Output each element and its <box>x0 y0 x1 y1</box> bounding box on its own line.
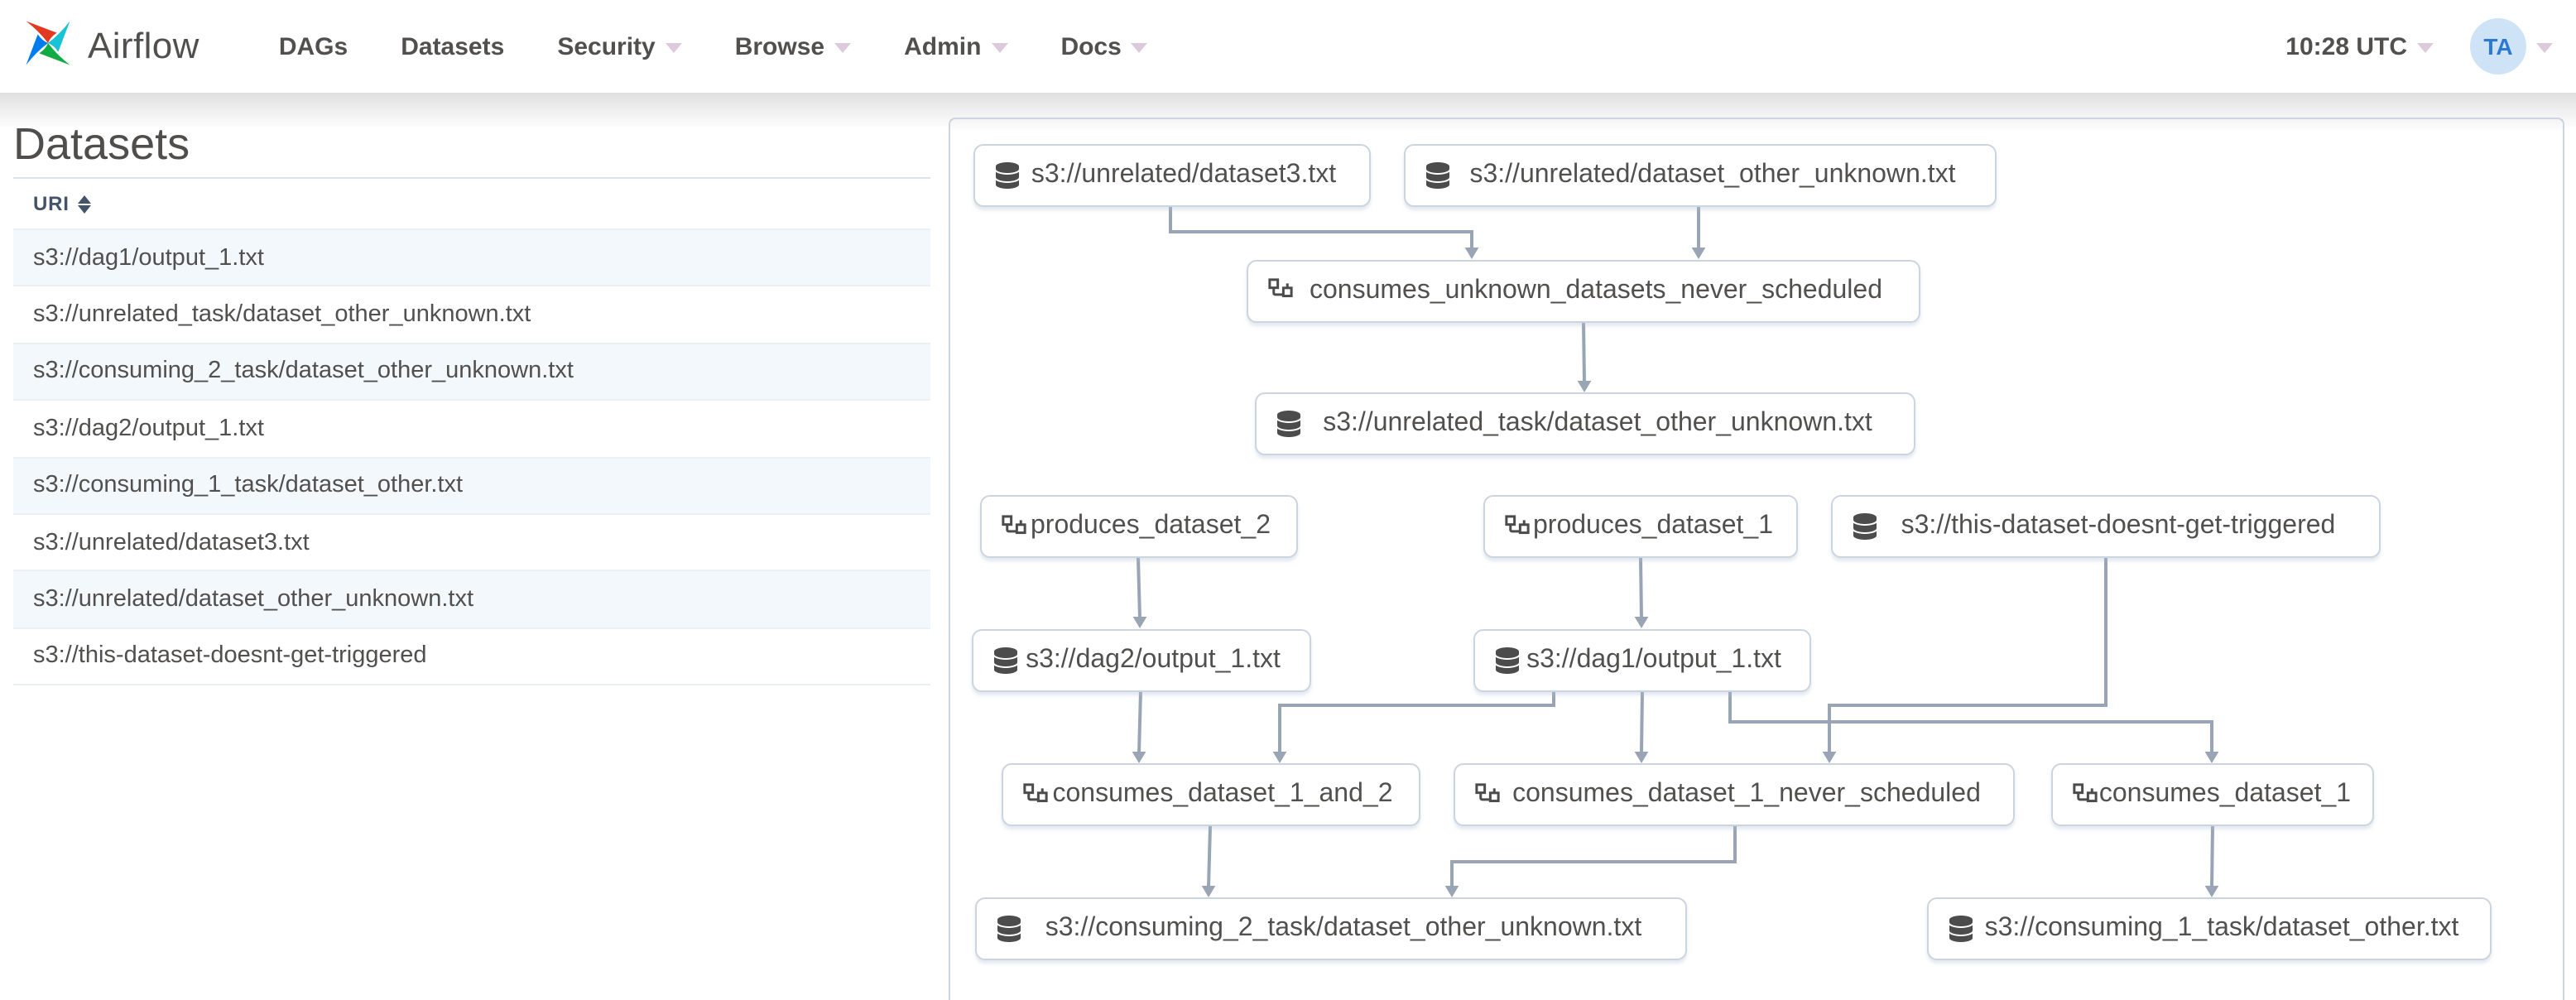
column-header-uri[interactable]: URI <box>33 192 91 215</box>
database-icon <box>1425 162 1450 189</box>
graph-node-label: s3://unrelated/dataset_other_unknown.txt <box>1469 161 1956 189</box>
graph-node-dag-produces-dataset-2[interactable]: produces_dataset_2 <box>979 495 1297 558</box>
table-row[interactable]: s3://consuming_1_task/dataset_other.txt <box>13 456 930 513</box>
graph-node-ds-unrelated-dataset-other-unknown[interactable]: s3://unrelated/dataset_other_unknown.txt <box>1404 144 1997 207</box>
nav-menu: DAGs Datasets Security Browse Admin Docs <box>252 32 1175 60</box>
table-row[interactable]: s3://dag2/output_1.txt <box>13 399 930 457</box>
dataset-uri: s3://this-dataset-doesnt-get-triggered <box>33 642 427 670</box>
graph-node-ds-dag2-output-1[interactable]: s3://dag2/output_1.txt <box>971 628 1310 691</box>
graph-node-label: s3://consuming_1_task/dataset_other.txt <box>1984 914 2459 942</box>
user-menu[interactable]: TA <box>2470 18 2553 75</box>
graph-node-label: produces_dataset_1 <box>1533 512 1773 540</box>
dag-icon <box>2073 782 2098 807</box>
chevron-down-icon <box>1131 43 1148 53</box>
brand-name: Airflow <box>88 25 199 66</box>
chevron-down-icon <box>834 43 852 53</box>
chevron-down-icon <box>2536 43 2553 53</box>
clock-label: 10:28 UTC <box>2285 32 2407 60</box>
nav-item-label: Admin <box>904 32 982 60</box>
graph-node-dag-produces-dataset-1[interactable]: produces_dataset_1 <box>1483 495 1798 558</box>
table-bottom-border <box>13 684 930 686</box>
graph-node-ds-unrelated-dataset3[interactable]: s3://unrelated/dataset3.txt <box>973 144 1370 207</box>
dag-icon <box>1505 514 1530 539</box>
chevron-down-icon <box>991 43 1008 53</box>
graph-node-label: produces_dataset_2 <box>1031 512 1271 540</box>
graph-node-dag-consumes-dataset-1-never-scheduled[interactable]: consumes_dataset_1_never_scheduled <box>1454 763 2015 826</box>
page-title: Datasets <box>13 119 190 169</box>
database-icon <box>997 916 1021 942</box>
dataset-uri: s3://consuming_1_task/dataset_other.txt <box>33 472 464 499</box>
graph-node-label: s3://this-dataset-doesnt-get-triggered <box>1901 512 2336 540</box>
dataset-graph-panel <box>949 118 2564 1000</box>
sort-icon <box>77 195 91 213</box>
database-icon <box>992 647 1017 673</box>
nav-item-security[interactable]: Security <box>531 32 708 60</box>
graph-node-label: s3://unrelated/dataset3.txt <box>1031 161 1337 189</box>
avatar: TA <box>2470 18 2526 75</box>
nav-item-datasets[interactable]: Datasets <box>374 32 531 60</box>
graph-node-dag-consumes-dataset-1-and-2[interactable]: consumes_dataset_1_and_2 <box>1001 763 1420 826</box>
nav-item-browse[interactable]: Browse <box>709 32 877 60</box>
graph-node-dag-consumes-dataset-1[interactable]: consumes_dataset_1 <box>2051 763 2374 826</box>
table-row[interactable]: s3://unrelated_task/dataset_other_unknow… <box>13 285 930 343</box>
nav-right: 10:28 UTC TA <box>2285 18 2553 75</box>
dag-icon <box>1475 782 1500 807</box>
graph-node-ds-consuming-2-task-dataset-other-unknown[interactable]: s3://consuming_2_task/dataset_other_unkn… <box>975 897 1687 960</box>
dataset-uri: s3://unrelated_task/dataset_other_unknow… <box>33 301 531 329</box>
nav-item-label: Datasets <box>401 32 505 60</box>
database-icon <box>1276 411 1301 437</box>
table-row[interactable]: s3://this-dataset-doesnt-get-triggered <box>13 627 930 685</box>
airflow-logo-icon <box>23 17 73 75</box>
graph-node-label: s3://consuming_2_task/dataset_other_unkn… <box>1045 914 1642 942</box>
graph-node-dag-consumes-unknown-datasets-never-scheduled[interactable]: consumes_unknown_datasets_never_schedule… <box>1247 259 1920 322</box>
graph-node-label: consumes_dataset_1 <box>2098 780 2352 808</box>
nav-item-label: Security <box>557 32 656 60</box>
dataset-uri: s3://unrelated/dataset_other_unknown.txt <box>33 586 474 613</box>
chevron-down-icon <box>665 43 682 53</box>
dataset-uri: s3://unrelated/dataset3.txt <box>33 529 310 556</box>
table-row[interactable]: s3://unrelated/dataset_other_unknown.txt <box>13 570 930 627</box>
graph-node-ds-dag1-output-1[interactable]: s3://dag1/output_1.txt <box>1473 628 1810 691</box>
nav-item-label: Docs <box>1060 32 1122 60</box>
graph-node-label: s3://unrelated_task/dataset_other_unknow… <box>1323 409 1872 437</box>
database-icon <box>1853 513 1877 540</box>
table-header: URI <box>13 179 930 228</box>
table-row[interactable]: s3://dag1/output_1.txt <box>13 228 930 286</box>
table-row[interactable]: s3://unrelated/dataset3.txt <box>13 512 930 570</box>
table-body: s3://dag1/output_1.txt s3://unrelated_tas… <box>13 228 930 685</box>
table-row[interactable]: s3://consuming_2_task/dataset_other_unkn… <box>13 342 930 400</box>
chevron-down-icon <box>2417 43 2434 53</box>
nav-item-label: DAGs <box>278 32 348 60</box>
clock-dropdown[interactable]: 10:28 UTC <box>2285 32 2434 60</box>
graph-node-label: s3://dag1/output_1.txt <box>1526 645 1781 673</box>
dataset-uri: s3://dag2/output_1.txt <box>33 415 264 442</box>
graph-node-ds-consuming-1-task-dataset-other[interactable]: s3://consuming_1_task/dataset_other.txt <box>1927 897 2492 960</box>
dag-icon <box>1268 278 1293 303</box>
dag-icon <box>1022 782 1047 807</box>
dataset-uri: s3://consuming_2_task/dataset_other_unkn… <box>33 358 574 385</box>
nav-item-label: Browse <box>734 32 825 60</box>
nav-item-admin[interactable]: Admin <box>877 32 1034 60</box>
graph-node-label: consumes_dataset_1_and_2 <box>1052 780 1393 808</box>
brand[interactable]: Airflow <box>23 17 199 75</box>
nav-item-dags[interactable]: DAGs <box>252 32 374 60</box>
graph-node-ds-unrelated-task-dataset-other-unknown[interactable]: s3://unrelated_task/dataset_other_unknow… <box>1255 392 1915 455</box>
nav-item-docs[interactable]: Docs <box>1034 32 1174 60</box>
column-header-uri-label: URI <box>33 192 70 215</box>
database-icon <box>1494 647 1519 673</box>
database-icon <box>994 162 1019 189</box>
graph-node-label: consumes_dataset_1_never_scheduled <box>1512 780 1981 808</box>
graph-node-label: s3://dag2/output_1.txt <box>1026 645 1281 673</box>
dag-icon <box>1001 514 1026 539</box>
datasets-table: URI s3://dag1/output_1.txt s3://unrelated… <box>13 177 930 686</box>
graph-node-label: consumes_unknown_datasets_never_schedule… <box>1309 276 1882 304</box>
database-icon <box>1949 916 1973 942</box>
dataset-uri: s3://dag1/output_1.txt <box>33 244 264 272</box>
graph-node-ds-this-dataset-doesnt-get-triggered[interactable]: s3://this-dataset-doesnt-get-triggered <box>1831 495 2381 558</box>
